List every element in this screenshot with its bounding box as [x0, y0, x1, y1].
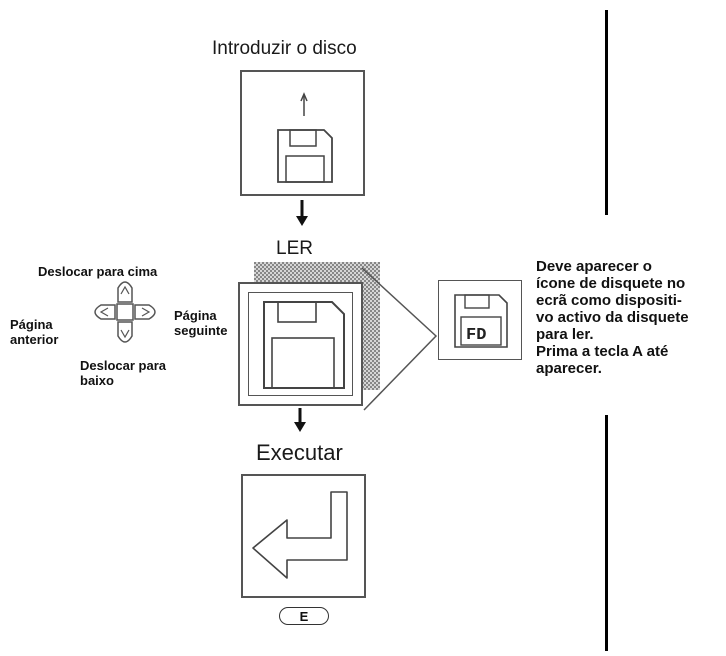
fd-label: FD: [466, 326, 487, 345]
execute-key-label: E: [299, 609, 309, 624]
note-line-2: ícone de disquete no: [536, 275, 686, 292]
enter-arrow-icon: [252, 491, 348, 579]
note-line-6: Prima a tecla A até: [536, 343, 669, 360]
dpad-right-label-line1: Página: [174, 308, 217, 323]
flow-arrow-2: [294, 408, 306, 432]
dpad-up-key: [117, 281, 133, 303]
read-instructions: Deve aparecer o ícone de disquete no ecr…: [536, 258, 726, 377]
execute-title: Executar: [256, 440, 343, 465]
execute-key-button: E: [279, 607, 329, 625]
note-line-1: Deve aparecer o: [536, 258, 652, 275]
dpad-right-key: [134, 304, 156, 320]
dpad-right-label: Página seguinte: [174, 308, 227, 338]
fd-floppy-icon: [454, 294, 508, 348]
note-line-3: ecrã como dispositi-: [536, 292, 682, 309]
note-line-7: aparecer.: [536, 360, 602, 377]
dpad-down-label-line1: Deslocar para: [80, 358, 166, 373]
dpad-down-label-line2: baixo: [80, 373, 114, 388]
read-panel-inner: [248, 292, 353, 396]
insert-disk-panel: [240, 70, 365, 196]
note-line-4: vo activo da disquete: [536, 309, 689, 326]
divider-line-bottom: [605, 415, 608, 651]
dpad-left-label-line2: anterior: [10, 332, 59, 347]
read-panel: [238, 282, 363, 406]
dpad-left-key: [94, 304, 116, 320]
dpad-down-key: [117, 321, 133, 343]
read-title: LER: [276, 238, 313, 259]
execute-panel: [241, 474, 366, 598]
dpad-down-label: Deslocar para baixo: [80, 358, 166, 388]
fd-device-icon: FD: [438, 280, 522, 360]
dpad-right-label-line2: seguinte: [174, 323, 228, 338]
dpad-left-label-line1: Página: [10, 317, 53, 332]
callout-pointer: [361, 267, 438, 411]
insert-disk-icon: [277, 92, 333, 183]
dpad-up-label: Deslocar para cima: [38, 264, 158, 279]
divider-line-top: [605, 10, 608, 215]
insert-disk-title: Introduzir o disco: [212, 38, 357, 59]
dpad-icon: [94, 281, 156, 343]
read-floppy-icon: [263, 301, 345, 389]
dpad-left-label: Página anterior: [10, 317, 58, 347]
flow-arrow-1: [296, 200, 308, 226]
note-line-5: para ler.: [536, 326, 594, 343]
